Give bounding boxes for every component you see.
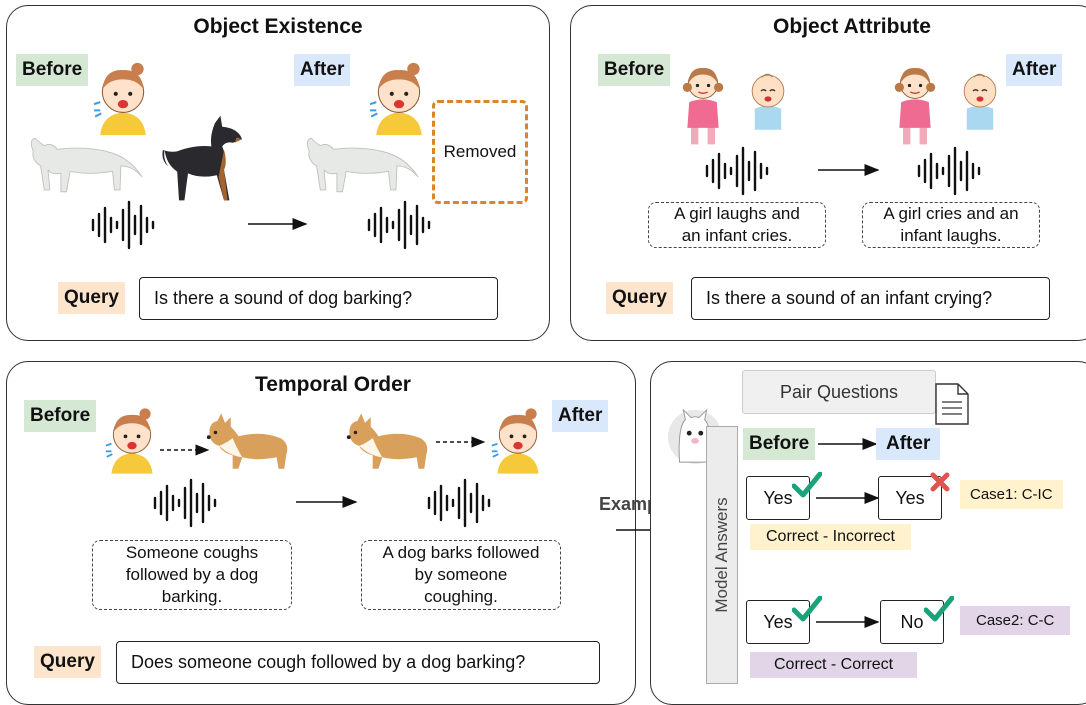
- sound-wave-icon: [917, 146, 981, 196]
- girl-icon: [682, 67, 724, 146]
- sound-wave-icon: [427, 478, 491, 528]
- corgi-icon: [206, 413, 288, 469]
- arrow-icon: [816, 616, 880, 628]
- query-tag: Query: [58, 282, 125, 314]
- check-icon: [924, 596, 954, 622]
- result-label-row1: Correct - Incorrect: [750, 524, 911, 550]
- caption-before: Someone coughs followed by a dog barking…: [92, 540, 292, 610]
- answer-before-row1: Yes: [746, 476, 810, 520]
- laughing-baby-icon: [963, 73, 997, 131]
- crying-girl-icon: [894, 67, 936, 146]
- coughing-girl-icon: [104, 407, 154, 475]
- arrow-icon: [818, 438, 878, 450]
- after-tag: After: [876, 428, 941, 460]
- after-tag: After: [1006, 54, 1063, 86]
- crying-baby-icon: [751, 73, 785, 131]
- coughing-girl-icon: [490, 407, 540, 475]
- arrow-icon: [248, 218, 308, 230]
- cat-icon: [30, 137, 143, 193]
- query-tag: Query: [34, 646, 101, 678]
- caption-before: A girl laughs and an infant cries.: [648, 202, 826, 248]
- case-badge-row2: Case2: C-C: [960, 606, 1071, 635]
- after-tag: After: [552, 400, 609, 432]
- removed-label: Removed: [443, 142, 517, 161]
- answer-after-row1: Yes: [878, 476, 942, 520]
- sound-wave-icon: [153, 478, 217, 528]
- panel-title: Object Existence: [193, 15, 363, 38]
- sound-wave-icon: [91, 200, 155, 250]
- model-answers-label: Model Answers: [712, 497, 731, 613]
- pair-questions-card: Pair Questions: [742, 370, 936, 414]
- arrow-icon: [160, 444, 210, 456]
- after-tag: After: [294, 54, 351, 86]
- query-tag: Query: [606, 282, 673, 314]
- model-answers-bar: Model Answers: [706, 426, 738, 684]
- arrow-icon: [436, 436, 486, 448]
- arrow-icon: [818, 164, 880, 176]
- before-tag: Before: [16, 54, 89, 86]
- arrow-icon: [816, 492, 880, 504]
- query-box: Is there a sound of dog barking?: [139, 277, 498, 320]
- before-tag: Before: [743, 428, 816, 460]
- coughing-girl-icon: [92, 61, 147, 137]
- document-icon: [935, 383, 969, 425]
- before-tag: Before: [598, 54, 671, 86]
- case-badge-row1: Case1: C-IC: [960, 480, 1063, 509]
- before-tag: Before: [24, 400, 97, 432]
- answer-before-row2: Yes: [746, 600, 810, 644]
- dog-icon: [162, 115, 242, 201]
- coughing-girl-icon: [368, 61, 423, 137]
- answer-after-row2: No: [880, 600, 944, 644]
- sound-wave-icon: [367, 200, 431, 250]
- query-box: Is there a sound of an infant crying?: [691, 277, 1050, 320]
- caption-after: A dog barks followed by someone coughing…: [361, 540, 561, 610]
- result-label-row2: Correct - Correct: [750, 652, 918, 678]
- removed-placeholder: Removed: [432, 100, 528, 204]
- cross-icon: [930, 472, 950, 492]
- corgi-icon: [346, 413, 428, 469]
- pair-questions-label: Pair Questions: [779, 381, 899, 402]
- cat-icon: [306, 137, 419, 193]
- panel-title: Temporal Order: [255, 373, 411, 396]
- sound-wave-icon: [705, 146, 769, 196]
- arrow-icon: [296, 496, 358, 508]
- panel-title: Object Attribute: [773, 15, 931, 38]
- caption-after: A girl cries and an infant laughs.: [862, 202, 1040, 248]
- query-box: Does someone cough followed by a dog bar…: [116, 641, 600, 684]
